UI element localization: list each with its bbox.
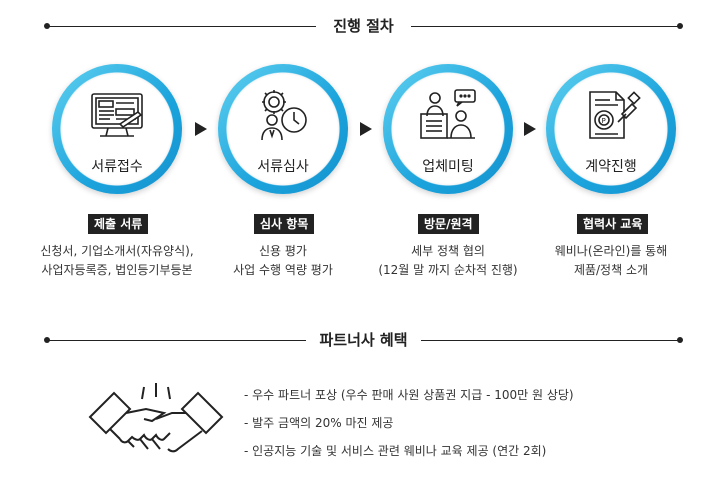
benefits-title: 파트너사 혜택 bbox=[319, 331, 408, 349]
step-label: 업체미팅 bbox=[422, 159, 474, 175]
reviewer-gear-clock-icon bbox=[261, 90, 307, 141]
step-description: 신청서, 기업소개서(자유양식), 사업자등록증, 법인등기부등본 bbox=[40, 244, 194, 277]
divider-dot-right bbox=[677, 337, 683, 343]
divider-line-left bbox=[48, 340, 306, 341]
step-circle: 업체미팅 bbox=[383, 64, 513, 194]
divider-dot-left bbox=[44, 337, 50, 343]
step-arrow bbox=[195, 122, 207, 136]
benefit-item: - 우수 파트너 포상 (우수 판매 사원 상품권 지급 - 100만 원 상당… bbox=[244, 388, 574, 402]
step-description: 신용 평가 사업 수행 역량 평가 bbox=[233, 244, 333, 277]
step-circle: 서류심사 bbox=[218, 64, 348, 194]
step-circle: P 계약진행 bbox=[546, 64, 676, 194]
process-section-header: 진행 절차 bbox=[0, 16, 727, 36]
step-tag: 협력사 교육 bbox=[577, 214, 649, 234]
divider-line-right bbox=[421, 340, 679, 341]
process-title: 진행 절차 bbox=[333, 17, 394, 35]
divider-dot-right bbox=[677, 23, 683, 29]
step-tag: 방문/원격 bbox=[418, 214, 479, 234]
step-arrow bbox=[524, 122, 536, 136]
benefit-item: - 발주 금액의 20% 마진 제공 bbox=[244, 416, 394, 430]
svg-text:P: P bbox=[602, 117, 606, 125]
document-monitor-icon bbox=[91, 93, 143, 137]
meeting-icon bbox=[420, 89, 476, 139]
step-description: 웨비나(온라인)를 통해 제품/정책 소개 bbox=[554, 244, 668, 277]
step-arrow bbox=[360, 122, 372, 136]
divider-dot-left bbox=[44, 23, 50, 29]
step-label: 서류심사 bbox=[257, 159, 309, 175]
step-label: 계약진행 bbox=[585, 159, 637, 175]
benefits-section-header: 파트너사 혜택 bbox=[0, 330, 727, 350]
divider-line-right bbox=[411, 26, 679, 27]
step-circle: 서류접수 bbox=[52, 64, 182, 194]
step-tag: 심사 항목 bbox=[254, 214, 315, 234]
divider-line-left bbox=[48, 26, 316, 27]
benefit-item: - 인공지능 기술 및 서비스 관련 웨비나 교육 제공 (연간 2회) bbox=[244, 444, 547, 458]
handshake-icon bbox=[88, 383, 224, 453]
step-label: 서류접수 bbox=[91, 159, 143, 175]
step-tag: 제출 서류 bbox=[88, 214, 149, 234]
step-description: 세부 정책 협의 (12월 말 까지 순차적 진행) bbox=[378, 244, 518, 277]
contract-stamp-icon: P bbox=[589, 91, 641, 139]
